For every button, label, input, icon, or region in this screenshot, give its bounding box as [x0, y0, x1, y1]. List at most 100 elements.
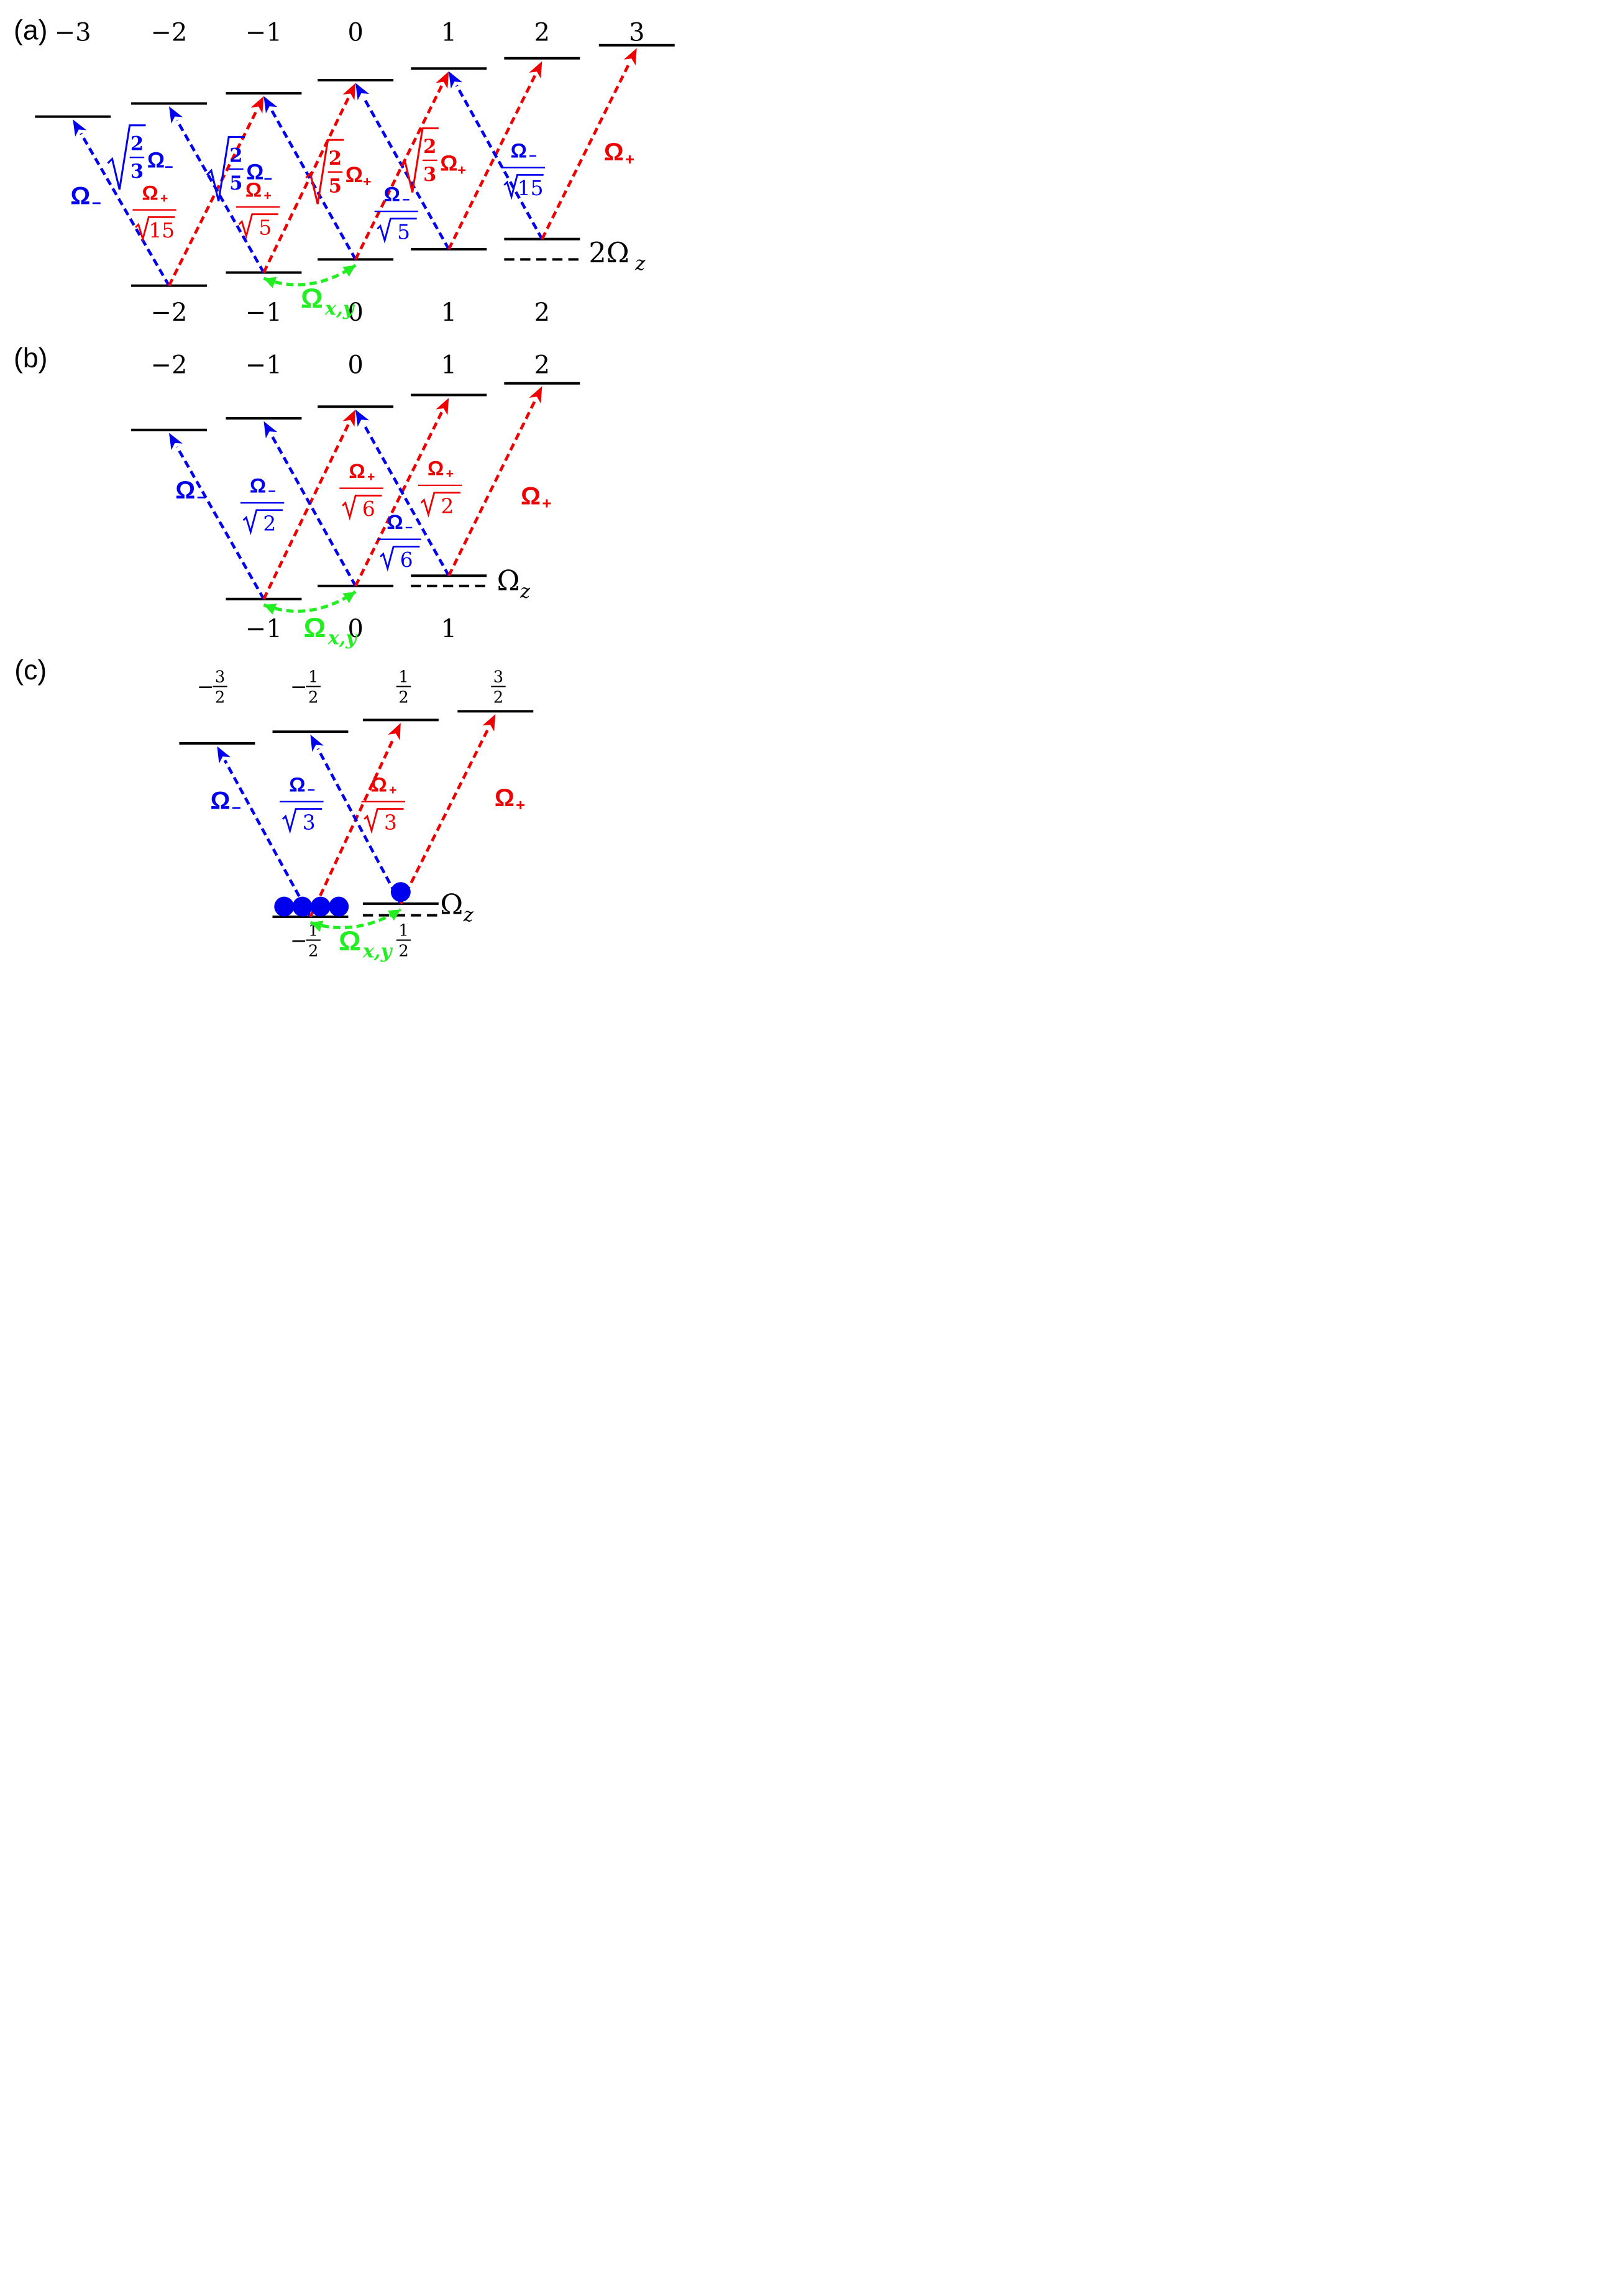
zeeman-sub: z	[519, 581, 531, 602]
raman-sub: x,y	[362, 940, 393, 963]
zeeman-sub: z	[463, 904, 474, 926]
coupling-label: Ω+3	[361, 773, 405, 834]
label-num: 1	[398, 921, 408, 940]
excited-level-label: 1	[441, 19, 457, 47]
sigma-minus-arrow-head	[169, 106, 183, 124]
coupling-label-radical	[377, 218, 417, 244]
coupling-label-num-sub: −	[268, 484, 275, 498]
coupling-label-suffix: Ω	[440, 151, 457, 175]
raman-coupling-arrow-path	[263, 264, 357, 287]
coupling-label-num: Ω	[289, 773, 305, 796]
raman-coupling-arrow-path	[263, 590, 357, 613]
coupling-label-radical	[107, 124, 146, 190]
sigma-plus-arrow-head	[388, 723, 401, 740]
coupling-label-symbol: Ω	[211, 787, 231, 814]
sigma-plus-arrow-shaft	[541, 62, 631, 240]
coupling-label-radical	[503, 173, 544, 200]
raman-coupling-arrow-head-right	[342, 265, 356, 277]
sigma-plus-arrow-shaft	[262, 423, 350, 600]
coupling-label-den: 3	[423, 163, 436, 186]
coupling-label-radical	[206, 135, 245, 201]
zeeman-sub: z	[634, 253, 646, 275]
coupling-label-radical	[342, 494, 382, 521]
sigma-minus-arrow-head	[310, 734, 324, 752]
sigma-minus-arrow-head	[217, 746, 231, 764]
excited-level-label: 0	[347, 19, 363, 47]
coupling-label-num: 2	[229, 144, 242, 167]
coupling-label: Ω+5	[236, 178, 280, 240]
ground-level-label: −1	[245, 298, 282, 327]
raman-symbol: Ω	[301, 283, 323, 314]
coupling-label: Ω+15	[132, 181, 176, 242]
sigma-minus-arrow-head	[449, 71, 463, 89]
sigma-minus-arrow-shaft	[316, 748, 402, 905]
coupling-label-symbol: Ω	[495, 784, 515, 812]
label-den: 2	[308, 688, 318, 707]
sigma-plus-arrow-shaft	[354, 411, 443, 587]
coupling-label: Ω−	[175, 477, 206, 507]
panel-label: (b)	[14, 343, 47, 374]
sigma-minus-arrow-shaft	[223, 760, 312, 918]
excited-level-label: −1	[245, 19, 282, 47]
coupling-label-symbol: Ω	[604, 139, 624, 166]
excited-level-label: −2	[151, 351, 188, 379]
coupling-label-sub: −	[197, 489, 206, 507]
coupling-label-sub: +	[542, 495, 551, 512]
coupling-label-den: 5	[229, 172, 242, 195]
coupling-label-den: 5	[258, 216, 272, 240]
coupling-label: Ω−	[70, 182, 101, 212]
raman-symbol: Ω	[304, 613, 326, 643]
sigma-minus-arrow-shaft	[362, 96, 451, 250]
sigma-plus-arrow-head	[529, 61, 542, 79]
label-num: 1	[398, 668, 408, 686]
label-sign: −	[290, 675, 308, 699]
ground-level-label: −1	[245, 615, 282, 643]
sigma-plus-arrow-head	[250, 96, 264, 114]
coupling-label-den: 3	[303, 810, 316, 834]
coupling-label-suffix-sub: +	[457, 162, 466, 178]
coupling-label-num-sub: −	[308, 783, 315, 797]
coupling-label-suffix-sub: +	[363, 173, 372, 190]
coupling-label-num: Ω	[511, 139, 527, 162]
coupling-label: Ω+	[521, 482, 551, 512]
excited-level-label: 3	[629, 19, 644, 47]
excited-level-label: −3	[55, 19, 91, 47]
coupling-label-symbol: Ω	[521, 482, 541, 510]
coupling-label-den: 2	[441, 494, 454, 518]
coupling-label-suffix: Ω	[345, 163, 363, 187]
label-den: 2	[215, 688, 225, 707]
sigma-plus-arrow-head	[482, 714, 496, 732]
coupling-label-num-sub: +	[367, 470, 375, 484]
raman-coupling-arrow-head-right	[342, 592, 356, 604]
excited-level-label: −32	[197, 668, 227, 707]
coupling-label-radical	[135, 216, 175, 242]
sigma-plus-arrow-shaft	[354, 85, 443, 260]
ground-level-label: −12	[290, 921, 321, 960]
coupling-label-sub: +	[516, 797, 525, 814]
sigma-plus-arrow-shaft	[262, 96, 350, 273]
coupling-label-den: 3	[384, 810, 397, 834]
coupling-label-num: 2	[130, 133, 144, 155]
label-sign: −	[197, 675, 214, 699]
coupling-label-radical	[281, 808, 323, 834]
ground-level-label: 0	[347, 615, 363, 643]
coupling-label-num: Ω	[371, 773, 387, 796]
excited-level-label: 12	[396, 668, 411, 707]
sigma-plus-arrow-head	[342, 409, 356, 427]
excited-level-label: −1	[245, 351, 282, 379]
coupling-label-num-sub: +	[160, 191, 168, 206]
coupling-label-sub: −	[232, 800, 241, 817]
raman-coupling-arrow-path	[309, 908, 402, 929]
coupling-label-den: 15	[518, 177, 544, 200]
ground-level-label: 1	[441, 298, 457, 327]
coupling-label-den: 6	[400, 548, 413, 572]
coupling-label-num-sub: +	[446, 467, 454, 481]
sigma-minus-arrow-head	[73, 119, 87, 137]
panel-label: (a)	[14, 15, 47, 45]
zeeman-symbol: 2Ω	[588, 237, 629, 269]
coupling-label: Ω−2	[240, 474, 285, 536]
